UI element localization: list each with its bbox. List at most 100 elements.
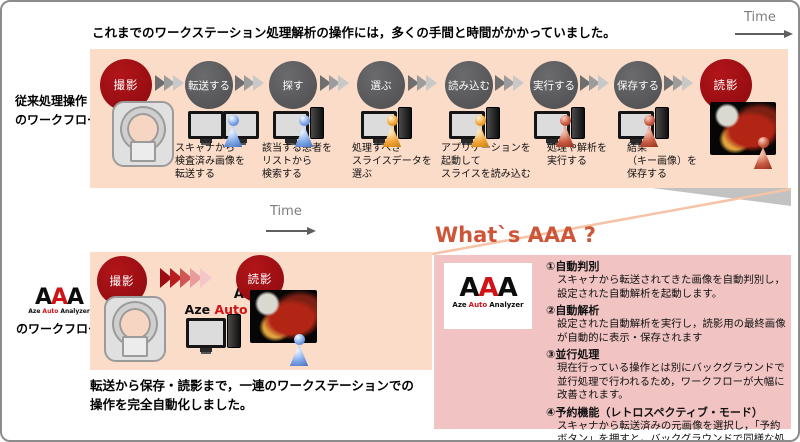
caption-line: アプリケーションを [441, 143, 531, 154]
heart-image [250, 290, 317, 343]
monitor-icon [223, 111, 259, 139]
caption-line: 検査済み画像を [175, 156, 245, 167]
feature-heading: ②自動解析 [546, 304, 600, 317]
step-circle-execute: 実行する [530, 61, 578, 109]
step-circle-search: 探す [269, 61, 317, 109]
step-label: 読影 [247, 272, 273, 286]
caption-line: スライスを読み込む [441, 169, 531, 180]
caption-line: 起動して [441, 156, 481, 167]
pc-tower-icon [571, 107, 585, 139]
flow-arrows-icon [495, 75, 524, 95]
caption-line: 転送から保存・読影まで，一連のワークステーションでの [90, 378, 414, 393]
caption-line: 選ぶ [352, 169, 372, 180]
step-label: 撮影 [113, 78, 139, 92]
step-label: 転送する [188, 79, 230, 92]
feature-item: ③並行処理 現在行っている操作とは別にバックグラウンドで並行処理で行われるため，… [546, 348, 786, 403]
operator-figure-icon [222, 115, 244, 147]
page-fold-wedge [652, 188, 791, 206]
caption-line: 操作を完全自動化しました。 [90, 397, 253, 412]
step-circle-transfer: 転送する [185, 61, 233, 109]
whats-aaa-list: ①自動判別 スキャナから転送されてきた画像を自動判別し，設定された自動解析を起動… [546, 260, 786, 442]
operator-figure-icon [293, 115, 315, 147]
caption-line: 保存する [627, 169, 667, 180]
flow-arrows-icon [235, 75, 264, 95]
step-label: 実行する [533, 79, 575, 92]
operator-figure-icon [469, 115, 491, 147]
feature-heading: ④予約機能（レトロスペクティブ・モード） [546, 405, 763, 419]
pc-tower-icon [398, 107, 412, 139]
funnel-line [431, 187, 792, 256]
feature-item: ②自動解析 設定された自動解析を実行し，読影用の最終画像が自動的に表示・保存され… [546, 304, 786, 345]
feature-body: 設定された自動解析を実行し，読影用の最終画像が自動的に表示・保存されます [557, 318, 786, 344]
feature-item: ④予約機能（レトロスペクティブ・モード） スキャナから転送済みの元画像を選択し，… [546, 405, 786, 442]
caption-line: 処理や解析を [547, 143, 607, 154]
step-label: 読み込む [448, 79, 490, 92]
time-arrow-top-icon [735, 30, 793, 38]
flow-arrows-icon [320, 75, 349, 95]
flow-arrows-icon [664, 75, 693, 95]
step-caption: 該当する患者を リストから 検索する [262, 142, 358, 181]
intro-text: これまでのワークステーション処理解析の操作には，多くの手間と時間がかかっていまし… [92, 25, 616, 40]
sidebar-line-2: のワークフロー [15, 113, 100, 127]
step-caption: 処理すべき スライスデータを 選ぶ [352, 142, 448, 181]
step-caption: アプリケーションを 起動して スライスを読み込む [441, 142, 537, 181]
time-label-mid: Time [270, 204, 302, 219]
pc-tower-icon [227, 314, 241, 348]
feature-body: スキャナから転送済みの元画像を選択し，「予約ボタン」を押すと，バックグラウンドで… [557, 419, 785, 442]
caption-line: スライスデータを [352, 156, 432, 167]
radiologist-figure-icon [288, 334, 310, 366]
feature-heading: ③並行処理 [546, 348, 600, 361]
step-circle-save: 保存する [614, 61, 662, 109]
aaa-sidebar-label: のワークフロー [16, 322, 101, 336]
caption-line: 検索する [262, 169, 302, 180]
flow-arrows-icon [408, 75, 437, 95]
operator-figure-icon [554, 115, 576, 147]
radiologist-figure-icon [752, 137, 774, 169]
conventional-sidebar-label: 従来処理操作 のワークフロー [15, 92, 99, 130]
pc-tower-icon [486, 107, 500, 139]
auto-flow-arrows-icon [160, 268, 212, 292]
aaa-logo-letters: AAA [459, 273, 517, 303]
monitor-icon [188, 111, 224, 139]
feature-body: スキャナから転送されてきた画像を自動判別し，設定された自動解析を起動します。 [557, 274, 785, 300]
ct-scanner-icon [112, 101, 174, 167]
aaa-workflow-caption: 転送から保存・読影まで，一連のワークステーションでの 操作を完全自動化しました。 [90, 376, 414, 414]
feature-body: 現在行っている操作とは別にバックグラウンドで並行処理で行われるため，ワークフロー… [557, 362, 785, 401]
flow-arrows-icon [155, 75, 184, 95]
step-caption: 結果 （キー画像）を 保存する [627, 142, 723, 181]
caption-line: （キー画像）を [627, 156, 697, 167]
operator-figure-icon [638, 115, 660, 147]
aaa-logo-letters: AAA [34, 285, 84, 310]
aaa-workflow-panel: 撮影 AAA Aze Auto Analyzer 読影 [90, 252, 432, 370]
sidebar-line-1: 従来処理操作 [15, 94, 88, 108]
time-label-top: Time [744, 10, 776, 25]
caption-line: スキャナから [175, 143, 235, 154]
caption-line: 実行する [547, 156, 587, 167]
caption-line: 該当する患者を [262, 143, 332, 154]
operator-figure-icon [381, 115, 403, 147]
caption-line: 処理すべき [352, 143, 402, 154]
caption-line: 転送する [175, 169, 215, 180]
ct-scanner-icon [104, 296, 166, 362]
step-label: 読影 [713, 78, 739, 92]
monitor-icon [186, 318, 226, 348]
step-label: 保存する [617, 79, 659, 92]
time-arrow-mid-icon [266, 227, 316, 235]
whats-aaa-title: What`s AAA ? [435, 223, 596, 247]
conventional-workflow-panel: 撮影 転送する スキャナから 検査済み画像を 転送する 探す 該当する患者を リ… [90, 49, 788, 188]
flow-arrows-icon [580, 75, 609, 95]
step-caption: スキャナから 検査済み画像を 転送する [175, 142, 271, 181]
feature-item: ①自動判別 スキャナから転送されてきた画像を自動判別し，設定された自動解析を起動… [546, 260, 786, 301]
pc-tower-icon [310, 107, 324, 139]
step-circle-select: 選ぶ [357, 61, 405, 109]
caption-line: リストから [262, 156, 312, 167]
feature-heading: ①自動判別 [546, 260, 600, 273]
